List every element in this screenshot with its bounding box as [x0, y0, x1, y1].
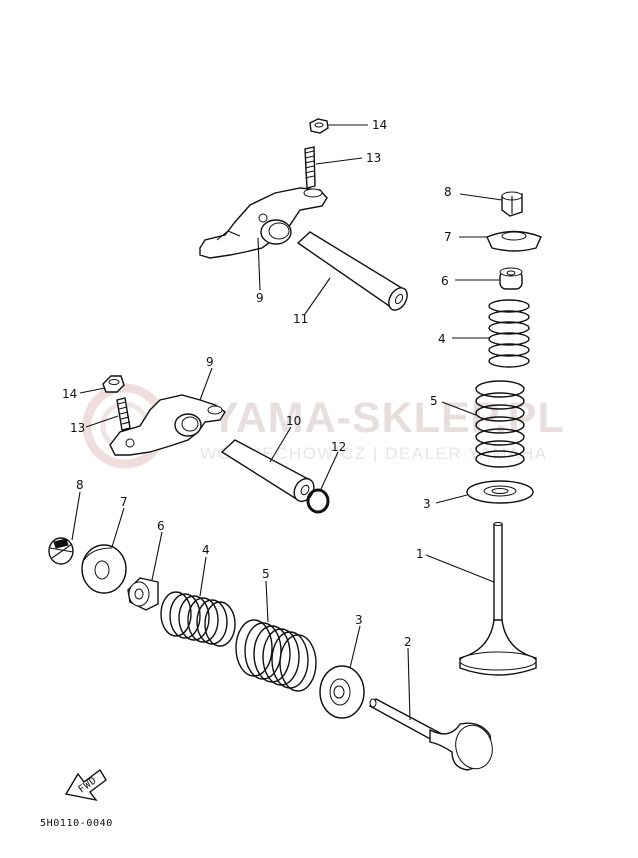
upper-rocker-arm-9 [199, 187, 328, 259]
callout-8-lower: 8 [76, 478, 84, 492]
upper-rocker-shaft-11 [296, 231, 408, 312]
lower-valve-stem-seal-6 [127, 577, 159, 611]
callout-4-lower: 4 [202, 543, 210, 557]
callout-5-right: 5 [430, 394, 438, 408]
lower-inner-spring-4 [160, 591, 236, 647]
lower-intake-valve-2 [368, 698, 493, 771]
callout-9-upper: 9 [256, 291, 264, 305]
diagram-code: 5H0110-0040 [40, 818, 113, 829]
o-ring-12 [306, 488, 330, 514]
callout-6-lower: 6 [157, 519, 165, 533]
callout-5-lower: 5 [262, 567, 270, 581]
callouts: 14 13 9 11 8 7 6 4 5 3 1 9 14 13 10 12 8… [62, 118, 452, 649]
callout-10: 10 [286, 414, 301, 428]
callout-7-lower: 7 [120, 495, 128, 509]
callout-12: 12 [331, 440, 346, 454]
leader-lines [71, 124, 503, 721]
lower-rocker-arm-9 [109, 394, 226, 456]
callout-9-lower: 9 [206, 355, 214, 369]
callout-7-right: 7 [444, 230, 452, 244]
right-spring-seat-3 [466, 480, 534, 504]
right-valve-cotter-8 [501, 191, 523, 217]
callout-14-upper: 14 [372, 118, 387, 132]
lower-spring-retainer-7 [81, 544, 127, 594]
upper-adjust-screw-13 [304, 146, 316, 189]
lower-locknut-14 [102, 375, 125, 393]
callout-13-lower: 13 [70, 421, 85, 435]
watermark-title: YAMA-SKLEP.PL [210, 394, 565, 442]
lower-outer-spring-5 [235, 619, 317, 692]
lower-adjust-screw-13 [116, 397, 131, 431]
callout-8-right: 8 [444, 185, 452, 199]
callout-2: 2 [404, 635, 412, 649]
callout-6-right: 6 [441, 274, 449, 288]
callout-14-lower: 14 [62, 387, 77, 401]
lower-spring-seat-3 [319, 665, 365, 719]
lower-valve-cotter-8 [48, 537, 74, 565]
right-inner-spring-4 [488, 299, 530, 368]
watermark-subtitle: WOJCIECHOWICZ | DEALER YAMAHA [200, 444, 548, 463]
right-exhaust-valve-1 [459, 522, 537, 676]
fwd-arrow-icon: FWD [64, 768, 107, 802]
callout-3-lower: 3 [355, 613, 363, 627]
callout-13-upper: 13 [366, 151, 381, 165]
callout-4-right: 4 [438, 332, 446, 346]
callout-1: 1 [416, 547, 424, 561]
watermark: YAMA-SKLEP.PL WOJCIECHOWICZ | DEALER YAM… [82, 383, 565, 469]
right-spring-retainer-7 [486, 230, 542, 252]
callout-3-right: 3 [423, 497, 431, 511]
right-valve-stem-seal-6 [499, 267, 523, 290]
right-outer-spring-5 [475, 380, 525, 468]
upper-locknut-14 [309, 118, 329, 134]
callout-11: 11 [293, 312, 308, 326]
